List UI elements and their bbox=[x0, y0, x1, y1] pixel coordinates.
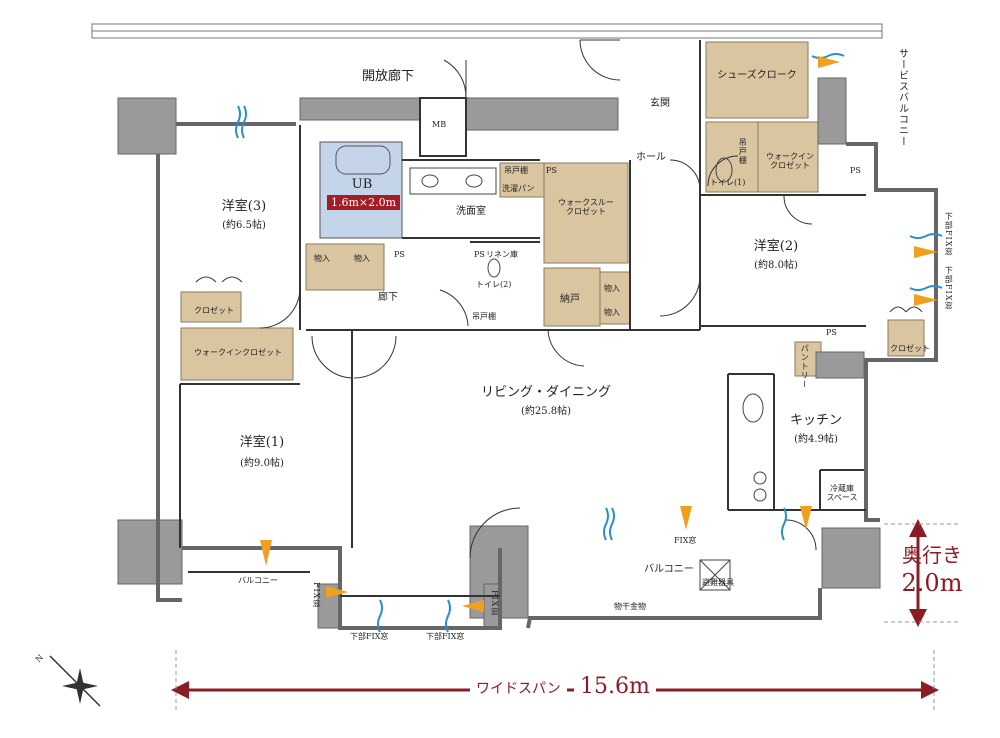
western-1-size: (約9.0帖) bbox=[240, 458, 284, 469]
western-3-size: (約6.5帖) bbox=[222, 220, 266, 231]
washroom-label: 洗面室 bbox=[456, 206, 486, 217]
airflow-arrows bbox=[260, 56, 938, 612]
lower-fix-label-1: 下部FIX窓 bbox=[350, 632, 389, 641]
storage-label-d: 物入 bbox=[604, 308, 620, 317]
ps-label-3: PS bbox=[474, 250, 485, 259]
service-balcony-label: サービスバルコニー bbox=[896, 48, 908, 147]
drying-hardware-label: 物干金物 bbox=[614, 602, 646, 611]
span-label: ワイドスパン bbox=[470, 681, 567, 698]
walkthrough-closet-label: ウォークスルー クロゼット bbox=[558, 198, 614, 217]
corridor-label: 廊下 bbox=[378, 292, 398, 303]
pantry-label: パントリー bbox=[800, 344, 810, 389]
storage-label-b: 物入 bbox=[354, 254, 370, 263]
hanging-shelf-label-1: 吊戸棚 bbox=[504, 166, 528, 175]
hanging-shelf-label-2: 吊戸棚 bbox=[472, 312, 496, 321]
entrance-label: 玄関 bbox=[650, 98, 670, 109]
span-value: 15.6m bbox=[574, 674, 656, 700]
fixtures bbox=[409, 157, 767, 591]
mb-label: MB bbox=[432, 120, 447, 129]
walkin-closet-left-label: ウォークインクロゼット bbox=[194, 348, 282, 357]
ps-label-4: PS bbox=[850, 166, 861, 175]
open-corridor-label: 開放廊下 bbox=[362, 69, 415, 84]
linen-label: リネン庫 bbox=[486, 250, 518, 259]
storage-label-a: 物入 bbox=[314, 254, 330, 263]
toilet-2-label: トイレ(2) bbox=[476, 280, 512, 289]
fridge-label: 冷蔵庫 スペース bbox=[826, 484, 858, 503]
evacuation-hatch-label: 避難器具 bbox=[702, 578, 734, 587]
living-label: リビング・ダイニング bbox=[480, 385, 612, 400]
balcony-left-label: バルコニー bbox=[238, 576, 278, 585]
wash-pan-label: 洗濯パン bbox=[502, 184, 535, 193]
ps-label-5: PS bbox=[826, 328, 837, 337]
bath-area bbox=[319, 141, 403, 239]
closet-right-label: クロゼット bbox=[890, 344, 930, 353]
western-3-label: 洋室(3) bbox=[221, 199, 267, 214]
living-size: (約25.8帖) bbox=[520, 406, 572, 417]
fix-window-label-3: FIX窓 bbox=[490, 590, 500, 617]
kitchen-label: キッチン bbox=[789, 413, 843, 428]
closet-left-label: クロゼット bbox=[194, 306, 234, 315]
bath-label: UB bbox=[351, 177, 373, 192]
compass-icon bbox=[49, 655, 101, 707]
depth-title: 奥行き bbox=[902, 543, 962, 567]
balcony-main-label: バルコニー bbox=[644, 564, 694, 575]
walkin-closet-right-label: ウォークイン クロゼット bbox=[766, 152, 814, 171]
bath-size-label: 1.6m×2.0m bbox=[327, 195, 401, 210]
depth-value: 2.0m bbox=[901, 569, 963, 597]
lower-fix-label-4: 下部FIX窓 bbox=[944, 266, 954, 311]
toilet-1-label: トイレ(1) bbox=[710, 178, 746, 187]
lower-fix-label-2: 下部FIX窓 bbox=[426, 632, 465, 641]
fix-window-label-2: FIX窓 bbox=[312, 582, 322, 609]
hanging-shelf-label-3: 吊戸棚 bbox=[738, 138, 748, 165]
western-2-label: 洋室(2) bbox=[753, 239, 799, 254]
hall-label: ホール bbox=[636, 152, 666, 163]
airflow-markers bbox=[235, 53, 943, 633]
bathtub-icon bbox=[335, 145, 391, 175]
kitchen-size: (約4.9帖) bbox=[794, 434, 838, 445]
storage-label-c: 物入 bbox=[604, 284, 620, 293]
storage-room-label: 納戸 bbox=[560, 294, 580, 305]
shoes-cloak-label: シューズクローク bbox=[717, 70, 797, 81]
outer-walls bbox=[156, 122, 938, 630]
lower-fix-label-3: 下部FIX窓 bbox=[944, 212, 954, 257]
western-1-label: 洋室(1) bbox=[239, 435, 285, 450]
door-swings bbox=[195, 39, 923, 559]
structural-walls bbox=[117, 77, 881, 629]
ps-label-2: PS bbox=[394, 250, 405, 259]
corridor-railing bbox=[91, 23, 883, 39]
storage-areas bbox=[180, 41, 925, 381]
fix-window-label-1: FIX窓 bbox=[674, 536, 697, 545]
western-2-size: (約8.0帖) bbox=[754, 260, 798, 271]
ps-label-1: PS bbox=[546, 166, 557, 175]
